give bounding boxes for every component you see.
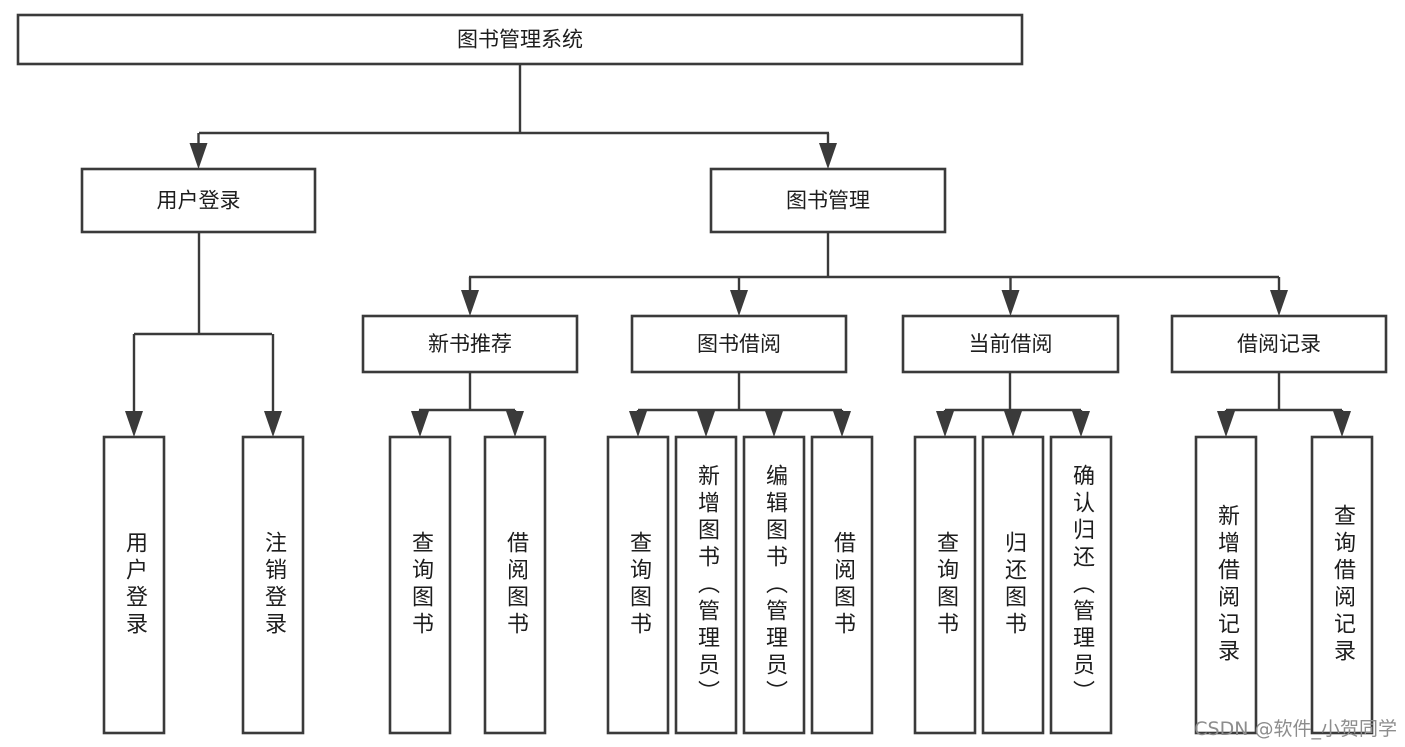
- arrow-head-icon-leaf_bb_borrow: [833, 411, 851, 437]
- node-box-leaf-cb-return[interactable]: [981, 435, 1045, 735]
- arrow-head-icon-leaf_br_add: [1217, 411, 1235, 437]
- arrow-head-icon-book_borrow: [730, 290, 748, 316]
- arrow-head-icon-book_manage: [819, 143, 837, 169]
- node-box-book-manage[interactable]: [709, 167, 947, 234]
- arrow-head-icon-leaf_cb_return: [1004, 411, 1022, 437]
- node-box-leaf-bb-query[interactable]: [606, 435, 670, 735]
- node-box-new-book-rec[interactable]: [361, 314, 579, 374]
- node-box-user-login[interactable]: [80, 167, 317, 234]
- node-box-leaf-rec-borrow[interactable]: [483, 435, 547, 735]
- arrow-head-icon-leaf_bb_query: [629, 411, 647, 437]
- node-box-leaf-cb-query[interactable]: [913, 435, 977, 735]
- arrow-head-icon-user_login: [189, 143, 208, 169]
- node-box-book-borrow[interactable]: [630, 314, 848, 374]
- arrow-head-icon-borrow_record: [1270, 290, 1288, 316]
- node-box-leaf-rec-query[interactable]: [388, 435, 452, 735]
- arrow-head-icon-leaf_cb_query: [936, 411, 954, 437]
- node-box-leaf-br-add[interactable]: [1194, 435, 1258, 735]
- node-box-leaf-bb-borrow[interactable]: [810, 435, 874, 735]
- node-box-leaf-user-login[interactable]: [102, 435, 166, 735]
- arrow-head-icon-leaf_br_query: [1333, 411, 1351, 437]
- node-box-leaf-cb-confirm[interactable]: [1049, 435, 1113, 735]
- arrow-head-icon-leaf_bb_add: [697, 411, 715, 437]
- arrow-head-icon-leaf_bb_edit: [765, 411, 783, 437]
- node-box-leaf-bb-add[interactable]: [674, 435, 738, 735]
- node-box-root[interactable]: [16, 13, 1024, 66]
- node-box-current-borrow[interactable]: [901, 314, 1120, 374]
- node-box-borrow-record[interactable]: [1170, 314, 1388, 374]
- arrow-head-icon-leaf_rec_query: [411, 411, 429, 437]
- arrow-head-icon-leaf_cb_confirm: [1072, 411, 1090, 437]
- node-label-book-borrow: 图书借阅: [697, 332, 781, 356]
- node-label-book-manage: 图书管理: [786, 189, 870, 213]
- edges-layer: [125, 64, 1351, 437]
- node-label-borrow-record: 借阅记录: [1237, 332, 1321, 356]
- node-box-leaf-user-logout[interactable]: [241, 435, 305, 735]
- arrow-head-icon-leaf_user_logout: [264, 411, 282, 437]
- node-box-leaf-bb-edit[interactable]: [742, 435, 806, 735]
- arrow-head-icon-leaf_rec_borrow: [506, 411, 524, 437]
- arrow-head-icon-leaf_user_login: [125, 411, 143, 437]
- node-label-user-login: 用户登录: [157, 189, 241, 213]
- arrow-head-icon-new_book_rec: [461, 290, 479, 316]
- arrow-head-icon-current_borrow: [1001, 290, 1020, 316]
- node-label-current-borrow: 当前借阅: [969, 332, 1053, 356]
- node-label-new-book-rec: 新书推荐: [428, 332, 512, 356]
- node-box-leaf-br-query[interactable]: [1310, 435, 1374, 735]
- node-label-root: 图书管理系统: [457, 28, 583, 52]
